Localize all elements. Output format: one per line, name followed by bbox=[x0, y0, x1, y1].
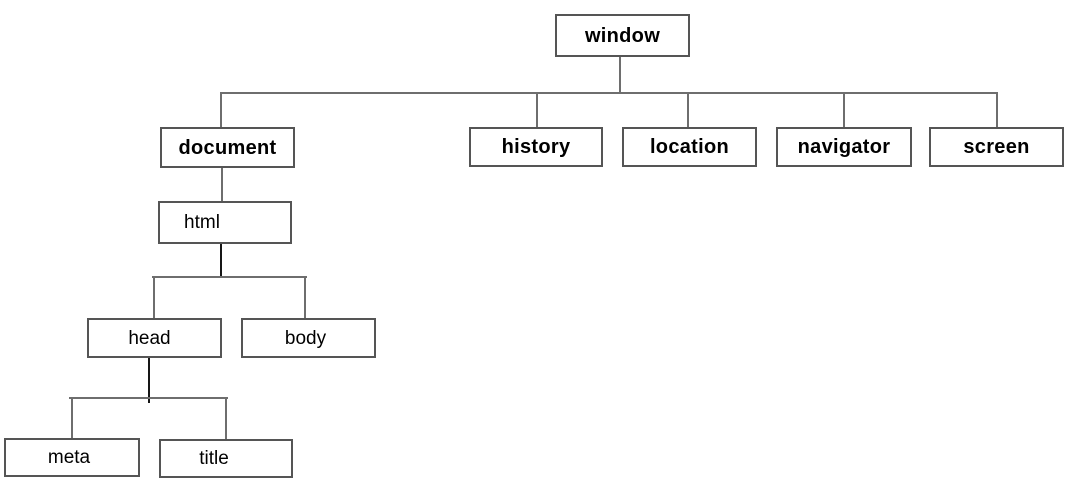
connector-drop-head bbox=[153, 276, 155, 318]
node-html-label: html bbox=[184, 212, 220, 233]
node-document: document bbox=[160, 127, 295, 168]
node-window-label: window bbox=[584, 24, 661, 47]
node-title-label: title bbox=[199, 448, 229, 469]
connector-head-children-bar bbox=[69, 397, 228, 399]
node-document-label: document bbox=[178, 136, 277, 159]
connector-window-children-bar bbox=[220, 92, 998, 94]
node-screen-label: screen bbox=[963, 136, 1030, 158]
node-body: body bbox=[241, 318, 376, 358]
connector-html-children-bar bbox=[152, 276, 307, 278]
connector-drop-screen bbox=[996, 92, 998, 127]
node-meta: meta bbox=[4, 438, 140, 477]
connector-drop-navigator bbox=[843, 92, 845, 127]
node-head: head bbox=[87, 318, 222, 358]
node-title: title bbox=[159, 439, 293, 478]
node-head-label: head bbox=[128, 327, 171, 349]
node-meta-label: meta bbox=[47, 447, 91, 468]
node-location: location bbox=[622, 127, 757, 167]
node-window: window bbox=[555, 14, 690, 57]
connector-drop-history bbox=[536, 92, 538, 127]
connector-head-stem bbox=[148, 358, 150, 403]
node-navigator: navigator bbox=[776, 127, 912, 167]
connector-drop-title bbox=[225, 397, 227, 439]
node-location-label: location bbox=[649, 136, 730, 158]
connector-drop-body bbox=[304, 276, 306, 318]
connector-drop-meta bbox=[71, 397, 73, 438]
connector-drop-document bbox=[220, 92, 222, 127]
node-html: html bbox=[158, 201, 292, 244]
node-navigator-label: navigator bbox=[797, 136, 891, 158]
node-body-label: body bbox=[284, 327, 327, 349]
node-screen: screen bbox=[929, 127, 1064, 167]
connector-window-stem bbox=[619, 57, 621, 93]
node-history: history bbox=[469, 127, 603, 167]
connector-html-stem bbox=[220, 244, 222, 277]
connector-document-html bbox=[221, 168, 223, 201]
node-history-label: history bbox=[501, 136, 571, 158]
connector-drop-location bbox=[687, 92, 689, 127]
